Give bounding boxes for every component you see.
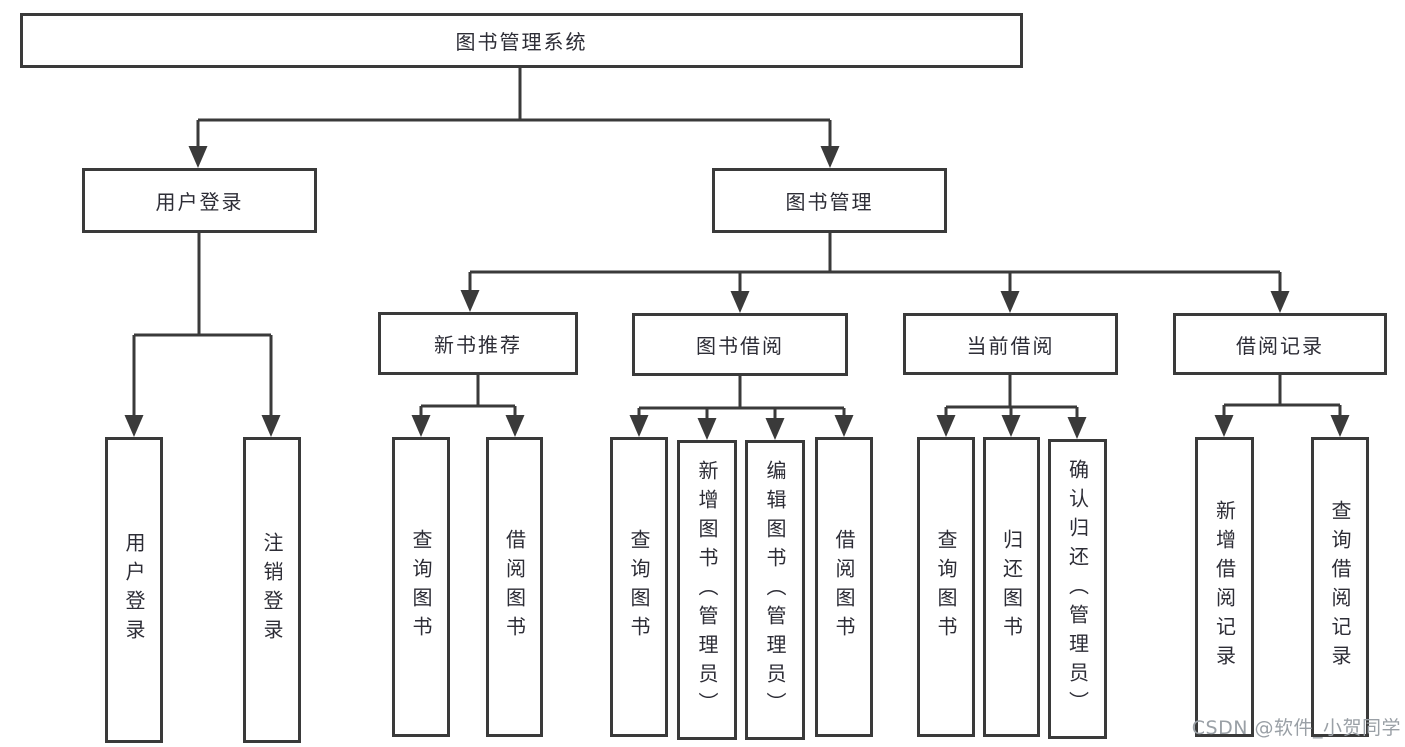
- watermark: CSDN @软件_小贺同学: [1191, 717, 1401, 739]
- leaf-query-borrow-record: 查询借阅记录: [1311, 437, 1369, 737]
- leaf-add-book-admin: 新增图书（管理员）: [677, 440, 737, 740]
- leaf-logout: 注销登录: [243, 437, 301, 743]
- leaf-user-login: 用户登录: [105, 437, 163, 743]
- arrowheads: [124, 120, 1350, 440]
- node-book-management: 图书管理: [712, 168, 947, 233]
- node-current-borrow: 当前借阅: [903, 313, 1118, 375]
- leaf-return-book: 归还图书: [983, 437, 1040, 737]
- node-borrow-record: 借阅记录: [1173, 313, 1387, 375]
- leaf-borrow-book: 借阅图书: [815, 437, 873, 737]
- node-new-book-recommend: 新书推荐: [378, 312, 578, 375]
- node-user-login: 用户登录: [82, 168, 317, 233]
- leaf-query-book-current: 查询图书: [917, 437, 975, 737]
- node-library-system: 图书管理系统: [20, 13, 1023, 68]
- leaf-query-book-recommend: 查询图书: [392, 437, 450, 737]
- leaf-borrow-book-recommend: 借阅图书: [486, 437, 543, 737]
- leaf-edit-book-admin: 编辑图书（管理员）: [745, 440, 805, 740]
- node-book-borrow: 图书借阅: [632, 313, 848, 376]
- connector-spines: [134, 68, 1340, 410]
- leaf-query-book-borrow: 查询图书: [610, 437, 668, 737]
- leaf-confirm-return-admin: 确认归还（管理员）: [1048, 439, 1107, 739]
- leaf-add-borrow-record: 新增借阅记录: [1195, 437, 1254, 737]
